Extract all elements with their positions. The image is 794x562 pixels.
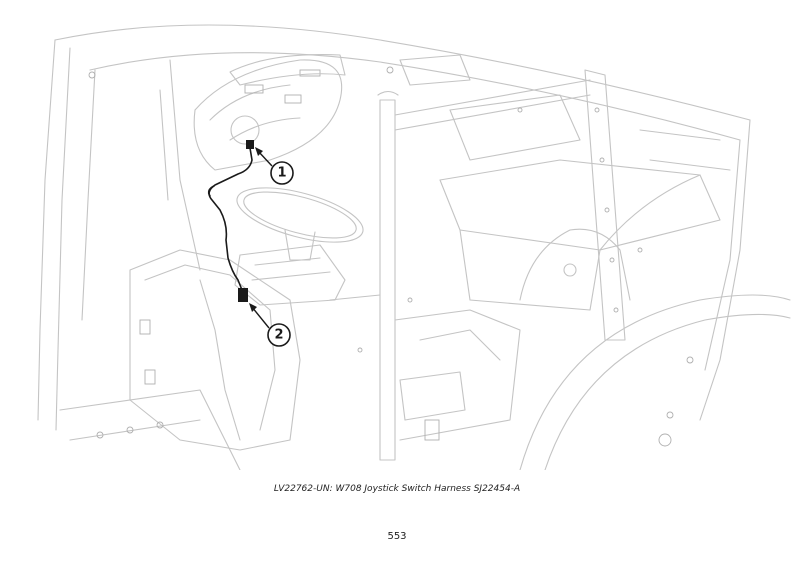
tractor-cab-line-art [37, 24, 791, 470]
page-number: 553 [387, 531, 407, 542]
harness-connector-lower [238, 288, 248, 302]
callout-2-number: 2 [274, 328, 283, 343]
callout-2: 2 [249, 303, 291, 347]
callout-1-number: 1 [277, 166, 286, 181]
harness-illustration: 1 2 [37, 24, 791, 470]
harness-connector-upper [246, 140, 254, 149]
joystick-switch-harness [207, 140, 254, 302]
figure-caption: LV22762-UN: W708 Joystick Switch Harness… [273, 484, 521, 494]
callout-1: 1 [255, 147, 294, 185]
